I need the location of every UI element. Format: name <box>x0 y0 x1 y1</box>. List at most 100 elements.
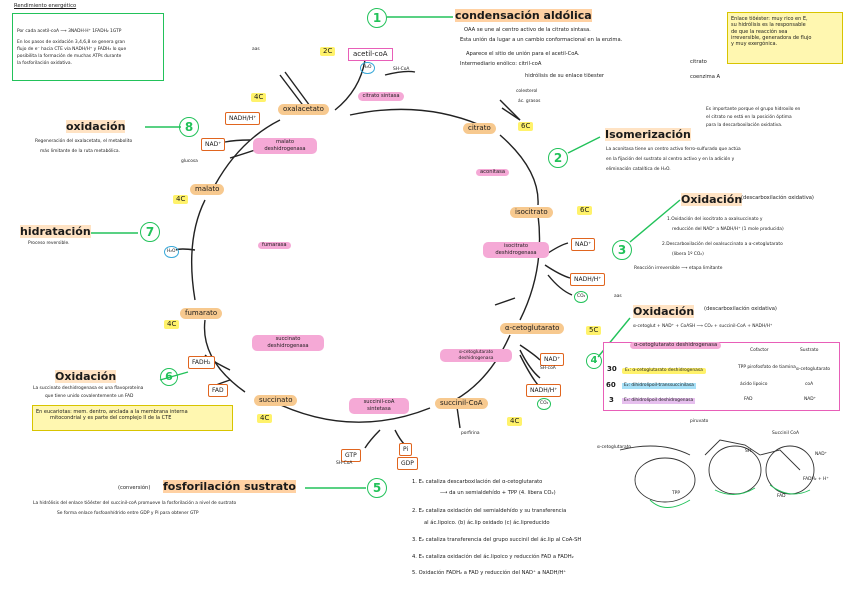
step-2-d6: eliminación catalítica de H₂O. <box>606 167 671 172</box>
step-1-p1: citrato <box>690 59 707 65</box>
cofactor-shcoa-4: SH-CoA <box>336 461 353 466</box>
step-3-circle: 3 <box>612 240 632 260</box>
enzyme-akg-dh: α-cetoglutarato deshidrogenasa <box>440 349 512 363</box>
rendimiento-box <box>12 13 164 81</box>
cofactor-nad-2: NAD⁺ <box>571 238 596 251</box>
complex-name: α-cetoglutarato deshidrogenasa <box>630 342 722 350</box>
rendimiento-title: Rendimiento energético <box>14 3 77 9</box>
note-line1: Enlace tiöéster: muy rico en E, <box>731 16 808 22</box>
row-1-c: TPP pirofosfato de tiamina <box>738 365 796 370</box>
step-4-circle: 4 <box>586 353 602 369</box>
note-line5: y muy exergónica. <box>731 41 778 47</box>
isocitrato: isocitrato <box>510 207 553 218</box>
alfa-cetoglutarato: α-cetoglutarato <box>500 323 565 334</box>
succinato: succinato <box>254 395 298 406</box>
enzyme-citrato-sintasa: citrato sintasa <box>358 92 404 101</box>
row-3-c: FAD <box>744 397 753 402</box>
cofactor-aas-1: aas <box>252 47 260 52</box>
carbon-4c-oxa: 4C <box>251 93 267 102</box>
enzyme-aconitasa: aconitasa <box>476 169 510 177</box>
arc-fumarato-malato <box>190 199 206 301</box>
step-2-d2: el citrato no está en la posición óptima <box>706 115 792 120</box>
row-1-e: E₁: α-cetoglutarato deshidrogenasa <box>622 368 706 375</box>
cofactor-colesterol: colesterol <box>516 89 538 94</box>
cofactor-pi: Pi <box>399 443 413 456</box>
mech-akg: α-cetoglutarato <box>597 445 632 450</box>
step-2-d1: Es importante porque el grupo hidroxilo … <box>706 107 801 112</box>
carbon-5c: 5C <box>586 326 602 335</box>
step-3-d4: (libera 1º CO₂) <box>672 252 704 257</box>
rendimiento-line4: posibilita la formación de muchas ATPs d… <box>17 54 122 59</box>
cofactor-shcoa-3: SH-coA <box>540 366 556 371</box>
step-1-circle: 1 <box>367 8 387 28</box>
carbon-4c-fumarato: 4C <box>164 320 180 329</box>
step-6-title: Oxidación <box>55 370 117 383</box>
step-8-d2: más limitante de la ruta metabólica. <box>40 149 120 154</box>
citrato: citrato <box>463 123 496 134</box>
cofactor-porfirina: porfirina <box>461 431 480 436</box>
step-2-d5: en la fijación del sustrato al centro ac… <box>606 157 735 162</box>
carbon-6c-citrato: 6C <box>518 122 534 131</box>
mech-succinil: Succinil CoA <box>772 431 799 436</box>
step-5-title: fosforilación sustrato <box>163 480 296 493</box>
rendimiento-line2: En los pasos de oxidación 3,4,6,8 se gen… <box>17 40 125 45</box>
cofactor-h2o-2: H₂O <box>164 246 179 259</box>
e-list-2: 2. E₂ cataliza oxidación del semialdehíd… <box>412 508 567 514</box>
rendimiento-line1: Por cada acetil-coA ⟶ 3NADH·H⁺ 1FADH₂ 1G… <box>17 29 122 34</box>
cofactor-nadh-1: NADH/H⁺ <box>225 112 261 125</box>
step-8-title: oxidación <box>66 120 126 133</box>
mech-sh: SH <box>745 449 752 454</box>
carbon-2c: 2C <box>320 47 336 56</box>
e-list-1: 1. E₁ cataliza descarboxilación del α-ce… <box>412 479 543 485</box>
enlace-tioester-note: Enlace tiöéster: muy rico en E, su hidró… <box>727 12 843 64</box>
rendimiento-line5: la fosforilación oxidativa. <box>17 61 72 66</box>
row-3-n: 3 <box>609 396 614 404</box>
mech-piruvato: piruvato <box>690 419 709 424</box>
col-sustrato: Sustrato <box>800 348 819 353</box>
malato: malato <box>190 184 225 195</box>
step-2-d4: La aconitasa tiene un centro activo ferr… <box>606 147 741 152</box>
enzyme-isocitrato-dh: isocitrato deshidrogenasa <box>483 242 549 258</box>
step-6-d2: que tiene unido covalentemente un FAD <box>45 394 134 399</box>
enzyme-malato-dh: malato deshidrogenasa <box>253 138 317 154</box>
e-list-5: 5. Oxidación FADH₂ a FAD y reducción del… <box>412 570 566 576</box>
arc-malato-oxa <box>214 119 281 186</box>
cofactor-fadh2: FADH₂ <box>188 356 215 369</box>
step-1-p2: coenzima A <box>690 74 721 80</box>
step-1-title: condensación aldólica <box>455 9 592 22</box>
cofactor-nad-1: NAD⁺ <box>201 138 226 151</box>
note-line4: irreversible, generadora de flujo <box>731 34 812 41</box>
oxalacetato: oxalacetato <box>278 104 329 115</box>
arc-isocitrato-akg <box>519 214 541 321</box>
step-5-d2: Se forma enlace fosfoanhídrido entre GDP… <box>57 511 199 516</box>
row-2-n: 60 <box>606 381 616 389</box>
note-line2: su hidrólisis es la responsable <box>731 22 806 29</box>
step-1-d1: OAA se une al centro activo de la citrat… <box>464 27 591 33</box>
arc-akg-succinil <box>454 334 511 401</box>
row-2-e: E₂: dihidrolipoil-transsuccinilasa <box>622 383 696 390</box>
mech-fadh2: FADH₂ + H⁺ <box>803 477 829 482</box>
carbon-4c-malato: 4C <box>173 195 189 204</box>
cofactor-aas-2: aas <box>614 294 622 299</box>
cofactor-nad-3: NAD⁺ <box>540 353 565 366</box>
cofactor-h2o-1: H₂O <box>360 62 375 75</box>
col-cofactor: Cofactor <box>750 348 769 353</box>
row-3-e: E₃: dihidrolipoil deshidrogenasa <box>622 398 696 405</box>
note-line3: de que la reacción sea <box>731 28 788 35</box>
cofactor-shcoa-1: SH-CoA <box>393 67 410 72</box>
row-2-c: ácido lipoico <box>740 382 768 387</box>
step-6-circle: 6 <box>160 368 178 386</box>
step-7-circle: 7 <box>140 222 160 242</box>
enzyme-succinil-sintetasa: succinil-coA sintetasa <box>349 398 409 414</box>
step-7-d1: Proceso reversible. <box>28 241 70 246</box>
step-6-d1: La succinato deshidrogenasa es una flavo… <box>33 386 144 391</box>
step-6-yellow: En eucariotas: mem. dentro, anclada a la… <box>32 405 233 431</box>
mech-nad: NAD⁺ <box>815 452 827 457</box>
arc-succinil-succinato <box>269 399 431 423</box>
arc-oxa-citrato <box>349 108 481 126</box>
step-8-d1: Regeneración del oxalacetato, el metabol… <box>35 139 133 144</box>
cofactor-nadh-3: NADH/H⁺ <box>526 384 562 397</box>
cofactor-glucosa: glucosa <box>181 159 198 164</box>
mech-tpp: TPP <box>672 491 680 496</box>
